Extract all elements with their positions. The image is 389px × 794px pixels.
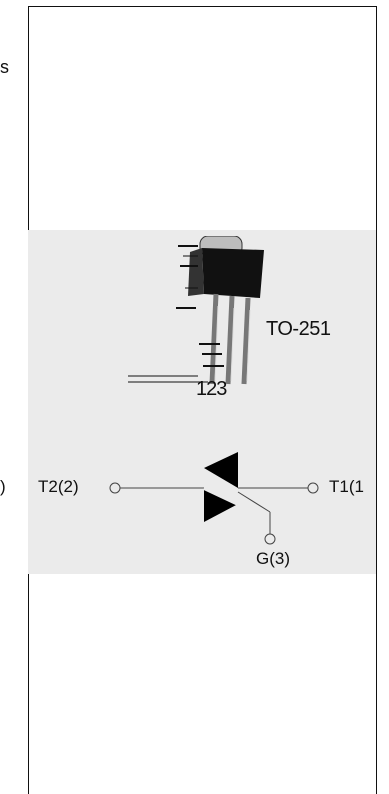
lead-highlight <box>230 307 235 382</box>
triac-upper-triangle <box>204 452 238 488</box>
frame-right-border <box>376 6 377 794</box>
package-body-shadow <box>188 248 204 296</box>
left-edge-mark: ) <box>0 477 6 496</box>
edge-text: s <box>0 57 9 77</box>
terminal-left-label: T2(2) <box>38 477 79 496</box>
gate-wire-diagonal <box>237 491 271 513</box>
to-251-package-image <box>128 236 264 385</box>
pin-number-labels: 123 <box>196 378 227 400</box>
package-label: TO-251 <box>266 318 331 340</box>
triac-lower-triangle <box>204 488 238 522</box>
terminal-right-label: T1(1 <box>329 477 364 496</box>
lead-highlight <box>246 309 251 382</box>
terminal-left-node <box>109 482 121 494</box>
frame-top-border <box>28 6 377 7</box>
triac-symbol <box>109 452 319 545</box>
package-body <box>202 248 264 298</box>
triac-diagonal-bar <box>203 486 239 506</box>
left-lead <box>209 293 219 385</box>
center-lead <box>225 295 235 385</box>
gate-label: G(3) <box>256 549 290 568</box>
gate-node <box>264 533 276 545</box>
right-lead <box>241 297 251 385</box>
terminal-right-node <box>307 482 319 494</box>
